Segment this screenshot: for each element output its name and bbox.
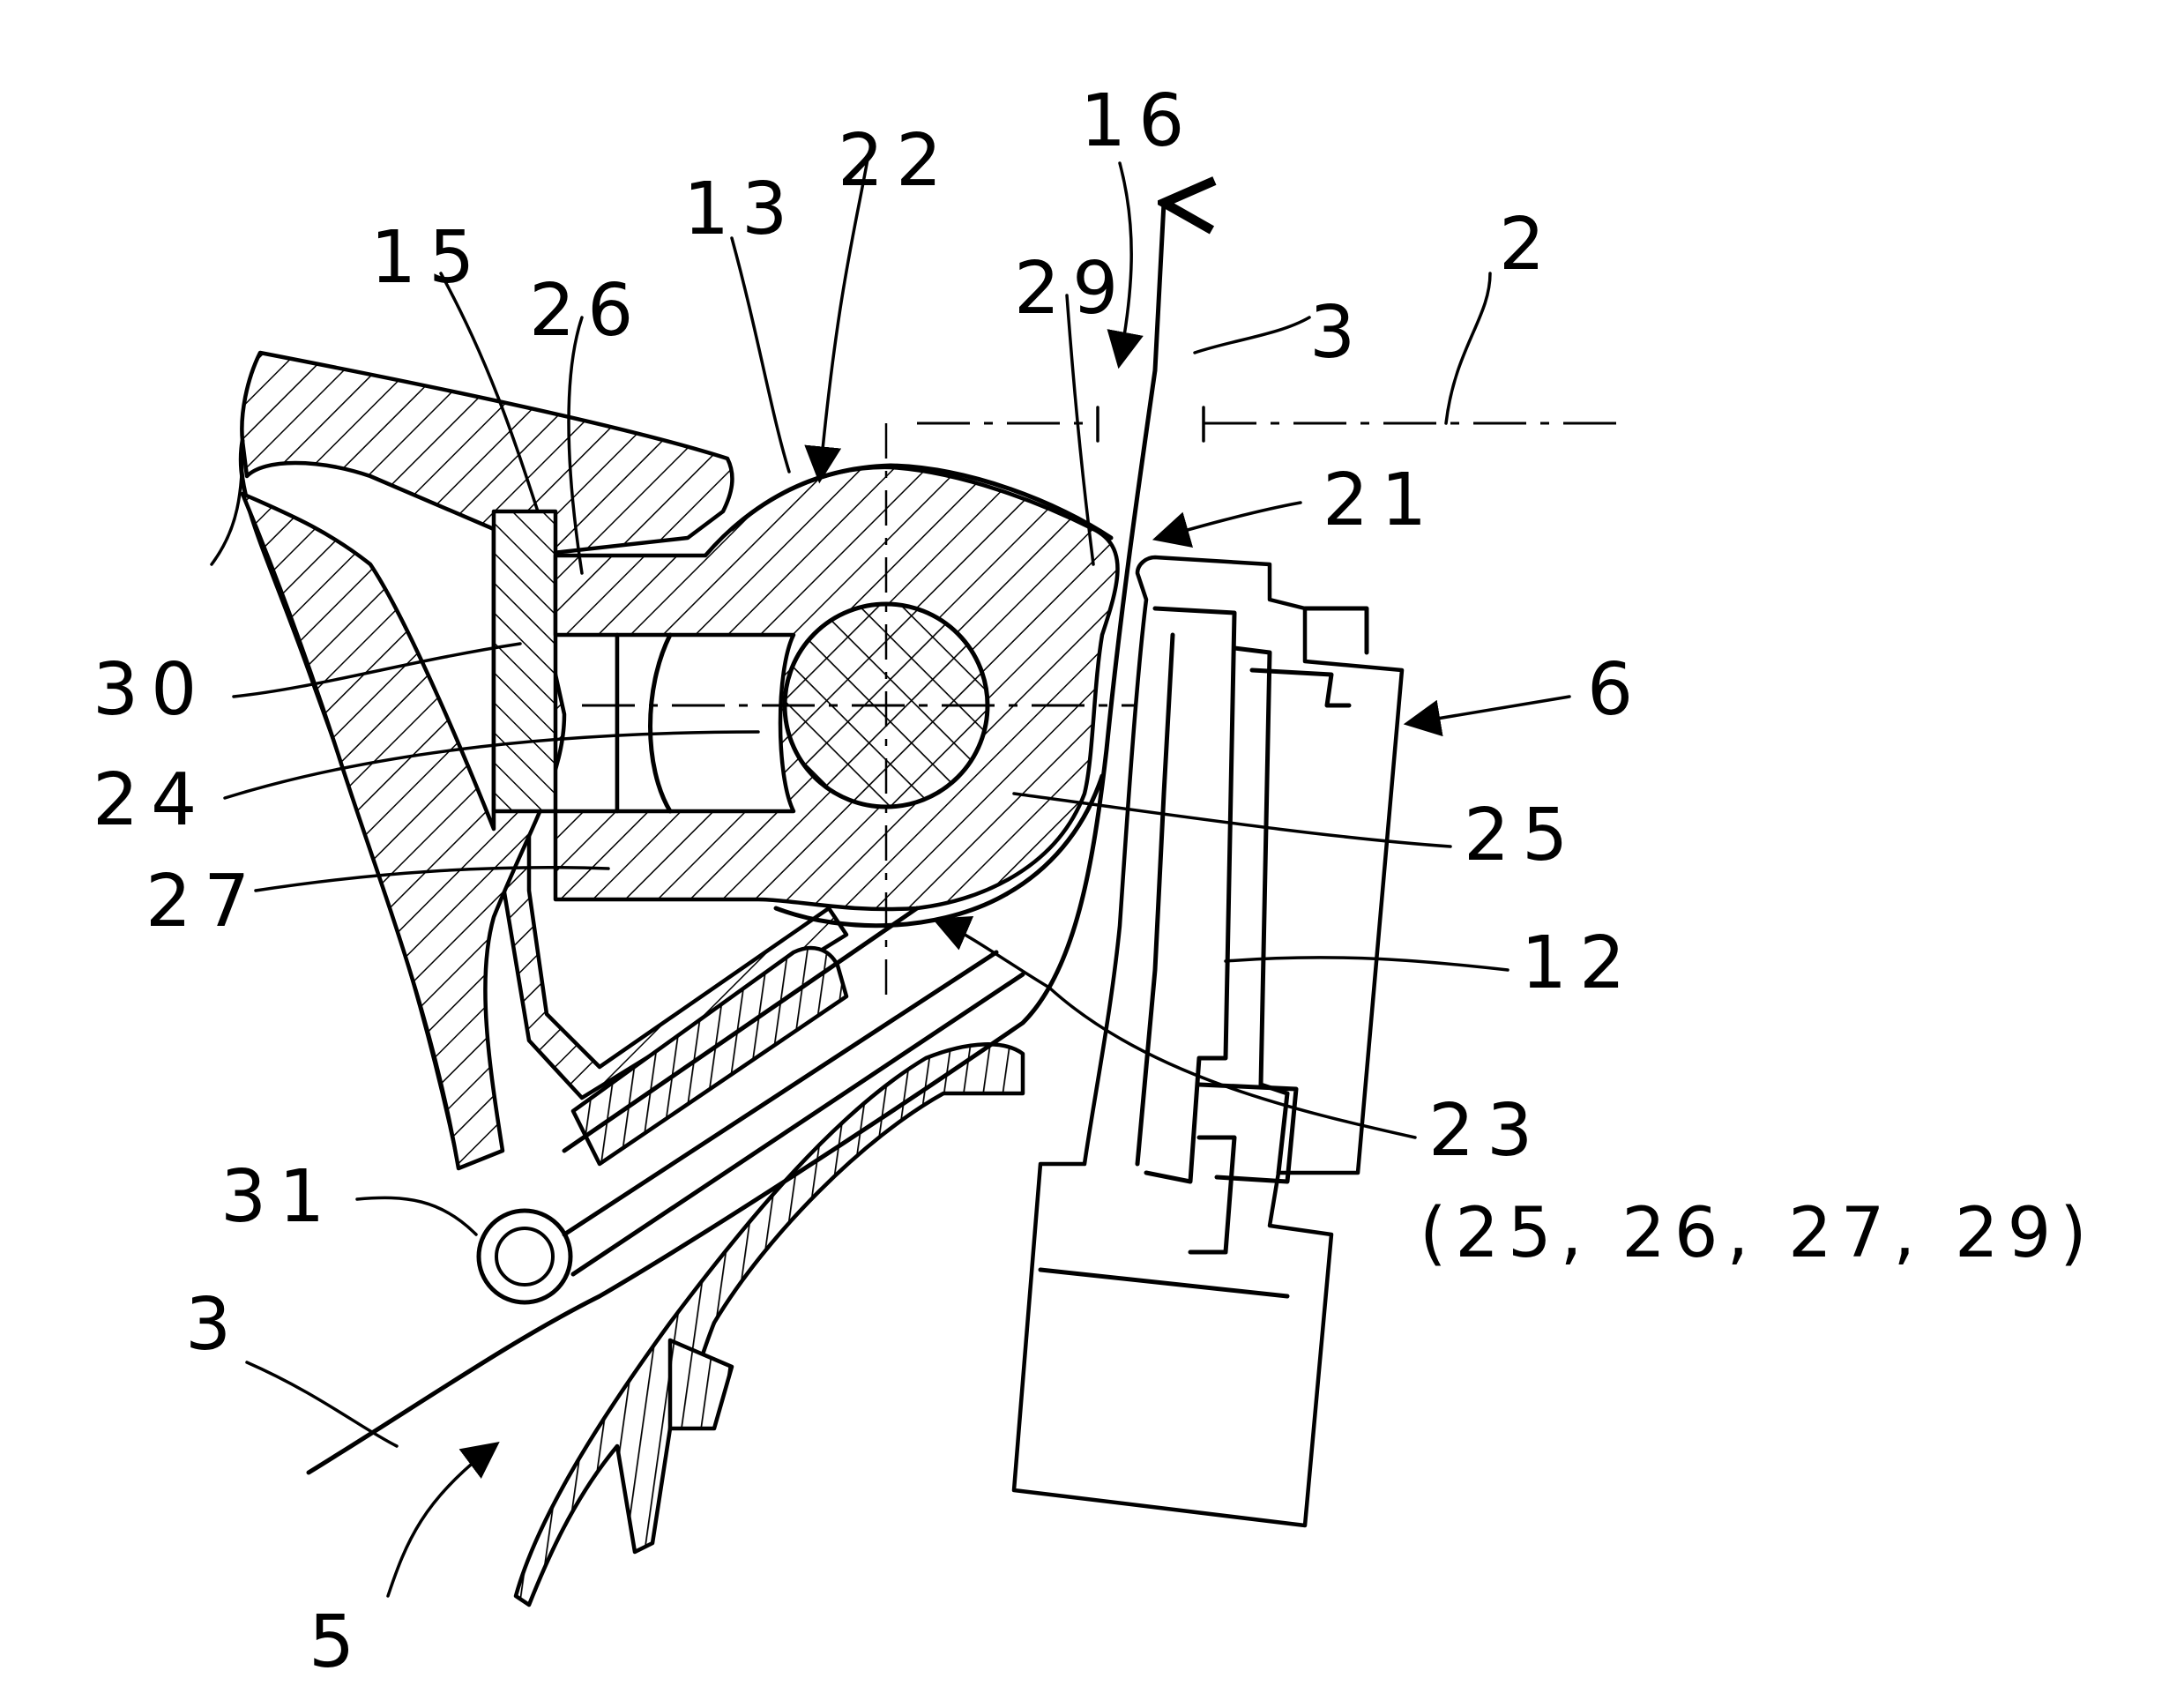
label-2: 2 [1499,203,1557,287]
frame-outer-edge [212,441,242,564]
label-23: 23 [1428,1089,1545,1173]
label-3-bottom: 3 [185,1283,243,1367]
paper-feed-arrow [1155,203,1164,370]
label-27: 27 [145,860,262,944]
label-16: 16 [1080,79,1196,163]
roller-31-inner [496,1228,553,1285]
label-24: 24 [93,758,209,842]
label-30: 30 [93,648,209,732]
label-5: 5 [309,1600,367,1684]
label-6: 6 [1587,648,1645,732]
label-29: 29 [1014,247,1130,331]
platen-cap [1305,608,1367,653]
label-25: 25 [1464,794,1580,877]
label-13: 13 [683,168,800,251]
bracket-30 [494,511,555,811]
label-12: 12 [1521,921,1637,1005]
label-31: 31 [220,1155,337,1239]
paper-guide-tab [670,1340,732,1428]
label-23-components: (25, 26, 27, 29) [1420,1194,2096,1273]
holder-cavity [617,635,794,811]
label-3-top: 3 [1309,291,1368,375]
label-15: 15 [370,216,487,300]
label-22: 22 [838,119,954,203]
label-26: 26 [529,269,645,353]
label-21: 21 [1323,459,1439,542]
